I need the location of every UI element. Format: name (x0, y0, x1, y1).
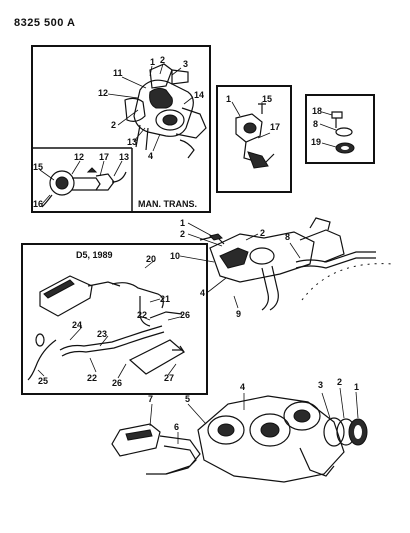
turbo-assembly-sketch (124, 63, 207, 159)
callout: 13 (127, 137, 137, 147)
callout: 15 (33, 162, 43, 172)
callout: 19 (311, 137, 321, 147)
callout: 4 (148, 151, 153, 161)
callout: 21 (160, 294, 170, 304)
actuator-sketch (41, 167, 127, 208)
callout: 13 (119, 152, 129, 162)
man-trans-inset-frame (31, 45, 211, 213)
callout: 3 (183, 59, 188, 69)
callout: 22 (87, 373, 97, 383)
document-id: 8325 500 A (14, 17, 76, 29)
main-lower-assembly: 7 6 5 4 3 2 1 (111, 377, 368, 483)
callout: 15 (262, 94, 272, 104)
callout: 6 (174, 422, 179, 432)
callout: 10 (170, 251, 180, 261)
detail-right-inset-frame (305, 94, 375, 164)
callout: 5 (185, 394, 190, 404)
callout: 1 (354, 382, 359, 392)
callout: 2 (260, 228, 265, 238)
callout: 7 (148, 394, 153, 404)
man-trans-leaders (39, 63, 194, 205)
callout: 23 (97, 329, 107, 339)
callout: 17 (270, 122, 280, 132)
detail-middle-inset: 1 15 17 (226, 94, 280, 169)
callout: 12 (98, 88, 108, 98)
d5-1989-inset-frame (21, 243, 208, 395)
callout: 20 (146, 254, 156, 264)
man-trans-inset: 1 2 3 11 12 14 2 13 4 15 12 17 13 16 MAN… (31, 55, 207, 213)
callout: 24 (72, 320, 82, 330)
callout: 2 (180, 229, 185, 239)
catalytic-converter-sketch (39, 275, 121, 317)
callout: 1 (226, 94, 231, 104)
detail-middle-inset-frame (216, 85, 292, 193)
callout: 2 (337, 377, 342, 387)
callout: 1 (180, 218, 185, 228)
callout: 18 (312, 106, 322, 116)
callout: 17 (99, 152, 109, 162)
callout: 25 (38, 376, 48, 386)
inset-caption: MAN. TRANS. (138, 199, 197, 209)
detail-right-inset: 18 8 19 (311, 106, 355, 154)
callout: 26 (112, 378, 122, 388)
callout: 26 (180, 310, 190, 320)
callout: 4 (240, 382, 245, 392)
callout: 3 (318, 380, 323, 390)
callout: 2 (111, 120, 116, 130)
callout: 22 (137, 310, 147, 320)
callout: 8 (313, 119, 318, 129)
d5-1989-inset: D5, 1989 20 21 22 26 24 23 22 26 27 25 (27, 250, 190, 388)
callout: 27 (164, 373, 174, 383)
callout: 14 (194, 90, 204, 100)
callout: 8 (285, 232, 290, 242)
inset-caption: D5, 1989 (76, 250, 113, 260)
callout: 16 (33, 199, 43, 209)
main-upper-assembly: 1 2 2 10 4 9 8 (170, 217, 393, 319)
callout: 2 (160, 55, 165, 65)
callout: 11 (113, 68, 123, 78)
callout: 12 (74, 152, 84, 162)
callout: 1 (150, 57, 155, 67)
callout: 9 (236, 309, 241, 319)
callout: 4 (200, 288, 205, 298)
